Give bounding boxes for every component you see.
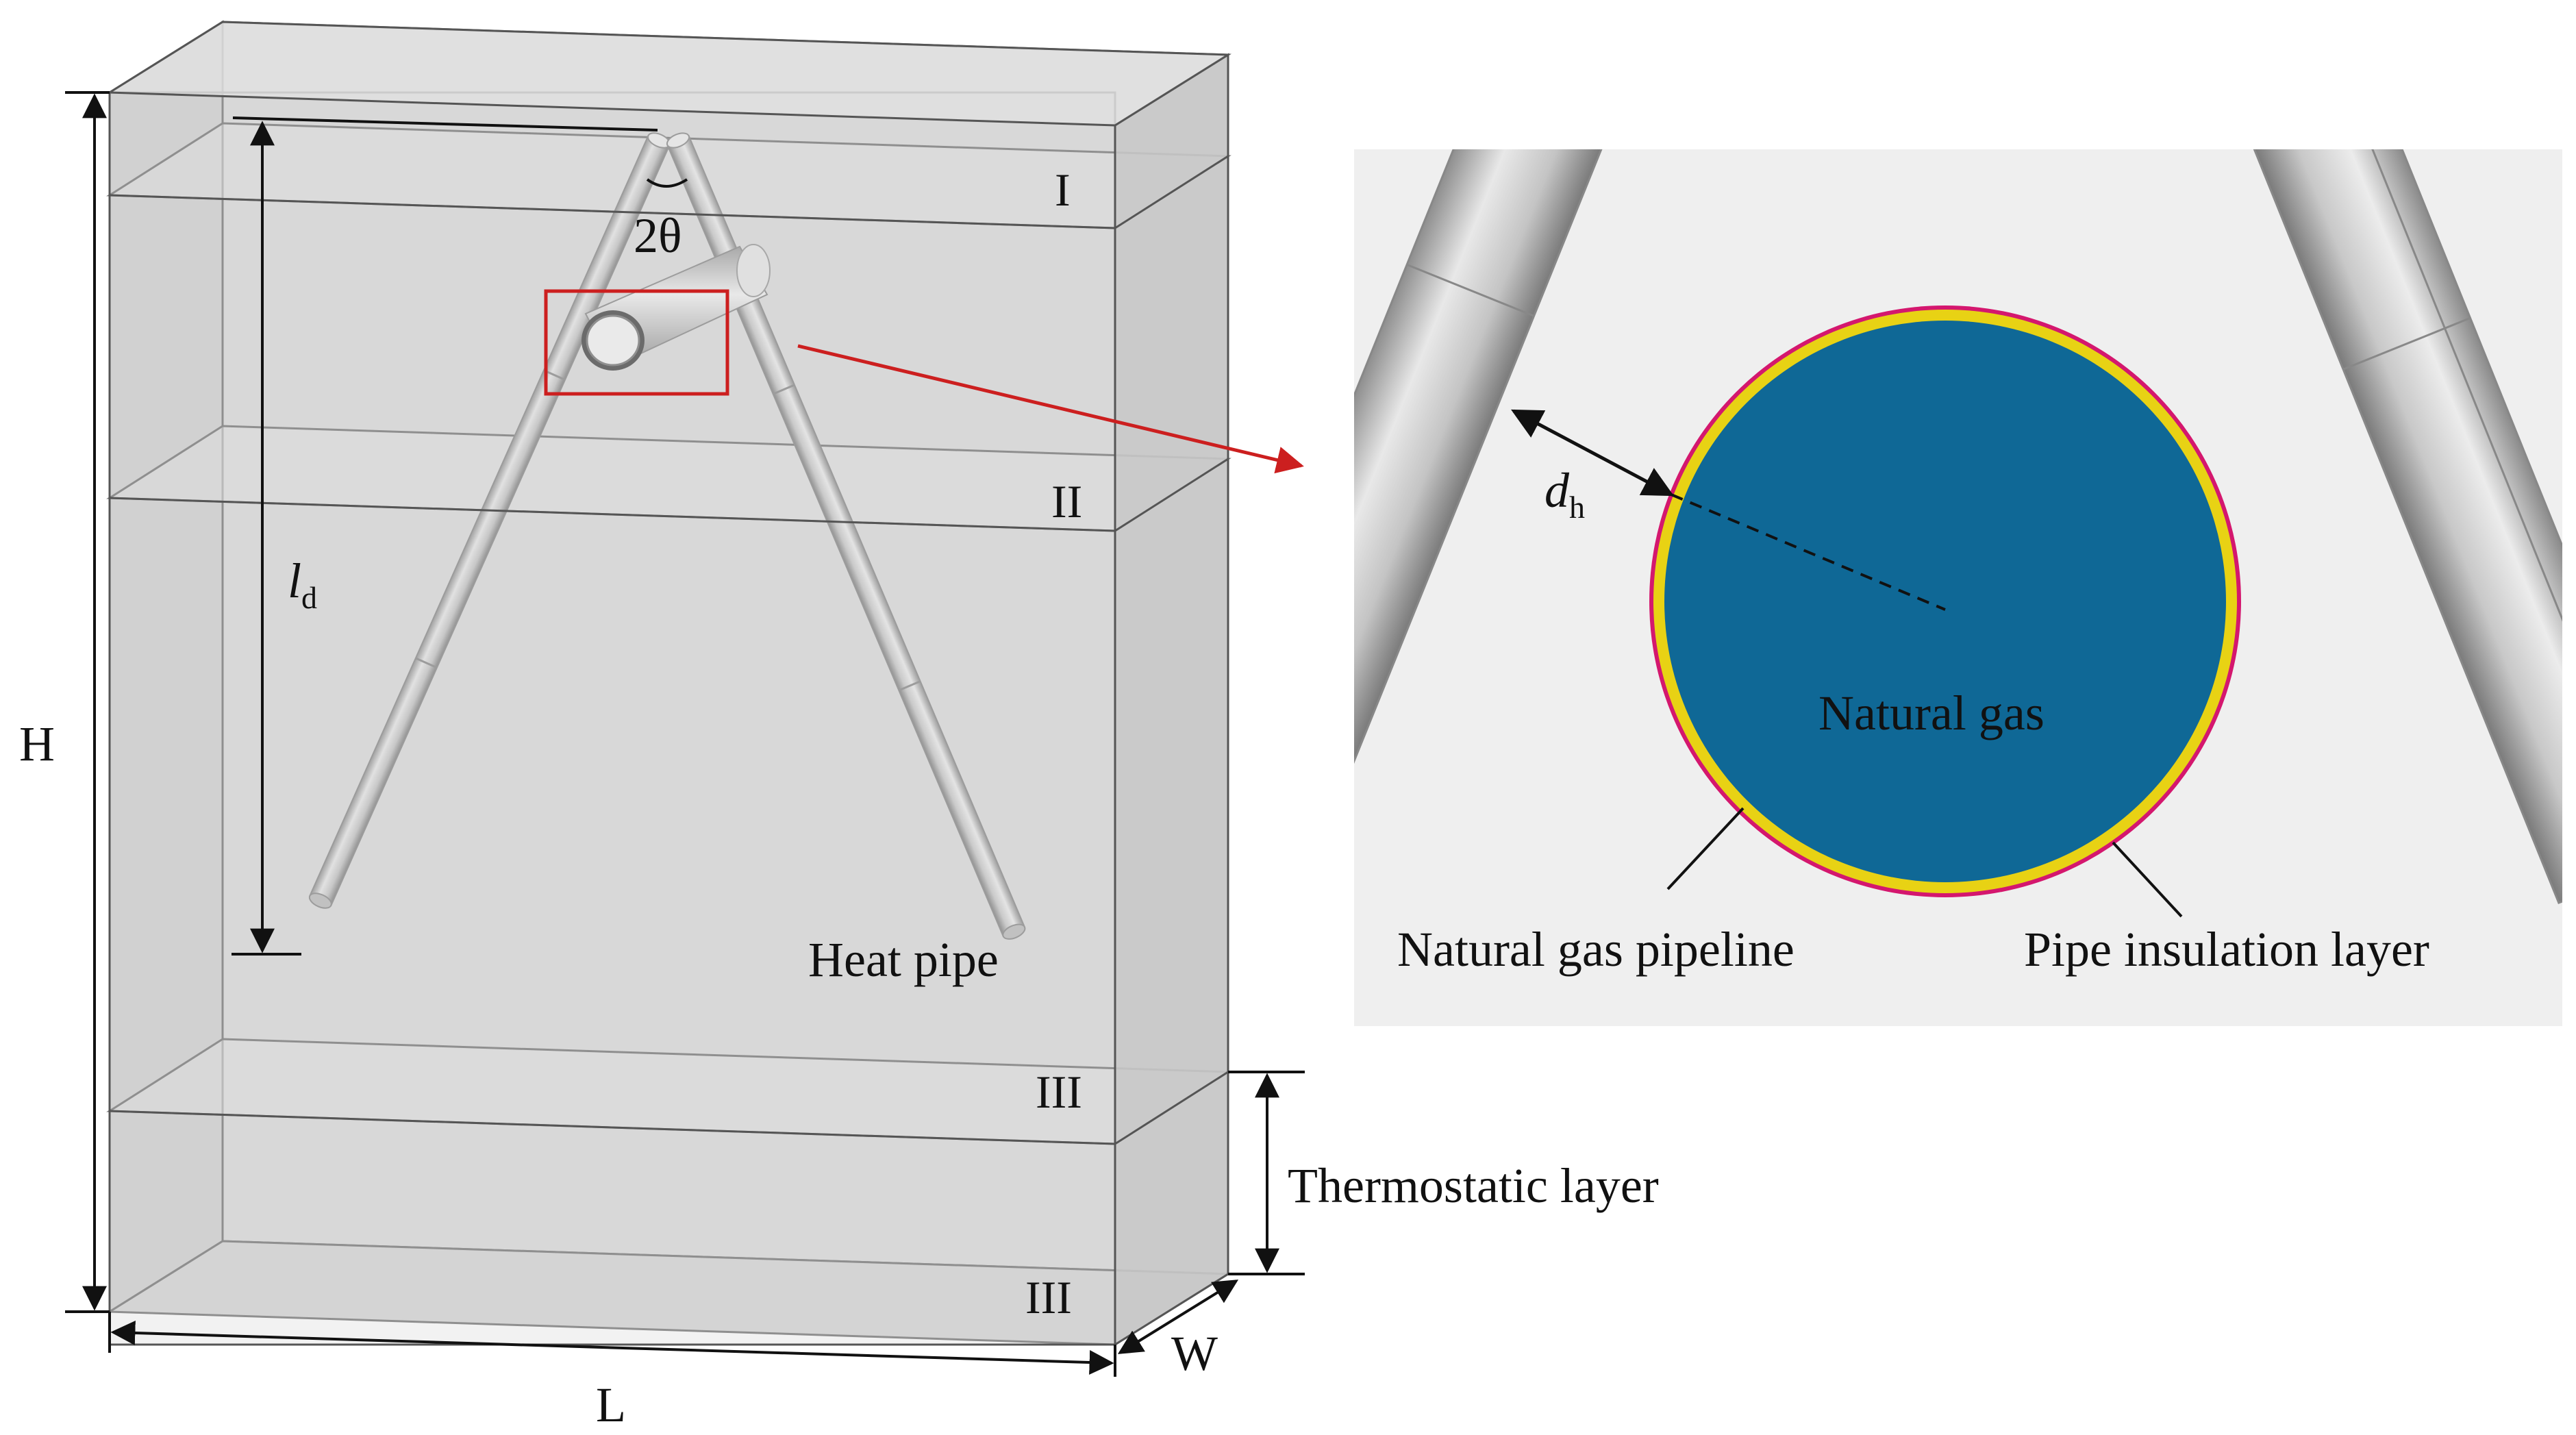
label-pipeline: Natural gas pipeline [1397,922,1795,977]
label-heat-pipe: Heat pipe [808,932,999,987]
label-w: W [1171,1326,1218,1381]
pipeline-leader [1666,807,1745,890]
label-l: L [596,1377,626,1432]
inset-left-heat-pipe [1354,149,1618,902]
detail-inset: dh Natural gas Natural gas pipeline Pipe… [1354,149,2562,1026]
dimension-ld: ld [232,116,658,956]
label-dh: dh [1545,463,1585,525]
box-front [106,21,1231,1347]
left-heat-pipe [308,132,671,909]
gas-pipe-3d [582,244,771,371]
dimension-height: H [19,91,110,1313]
dimension-length: L [108,1312,1116,1432]
label-ld: ld [288,553,317,615]
label-layer-3b: III [1025,1271,1072,1323]
dimension-width: W [1117,1280,1239,1381]
box-top-face [106,21,1231,127]
insulation-leader [2112,841,2183,918]
label-layer-3a: III [1036,1066,1082,1118]
natural-gas-area [1664,321,2226,882]
highlight-box [544,289,729,396]
label-layer-2: II [1051,475,1082,527]
label-h: H [19,716,55,771]
inset-right-heat-pipe [2239,149,2562,905]
dh-arrow [1511,409,1674,497]
right-heat-pipe [666,132,1026,940]
soil-box [106,20,1231,1346]
thermostatic-dimension: Thermostatic layer [1228,1071,1659,1275]
layer-labels: I II III III [1025,164,1082,1323]
label-thermostatic-layer: Thermostatic layer [1288,1158,1659,1213]
angle-marker: 2θ [634,178,688,263]
label-insulation: Pipe insulation layer [2024,922,2429,977]
label-layer-1: I [1055,164,1071,216]
label-natural-gas: Natural gas [1818,686,2044,740]
callout-arrow [797,344,1304,474]
box-right-face [1114,53,1229,1347]
heat-pipes [308,132,1026,940]
dh-dashed-radius [1671,493,1946,611]
box-front-face [108,91,1116,1346]
label-angle: 2θ [634,208,682,263]
